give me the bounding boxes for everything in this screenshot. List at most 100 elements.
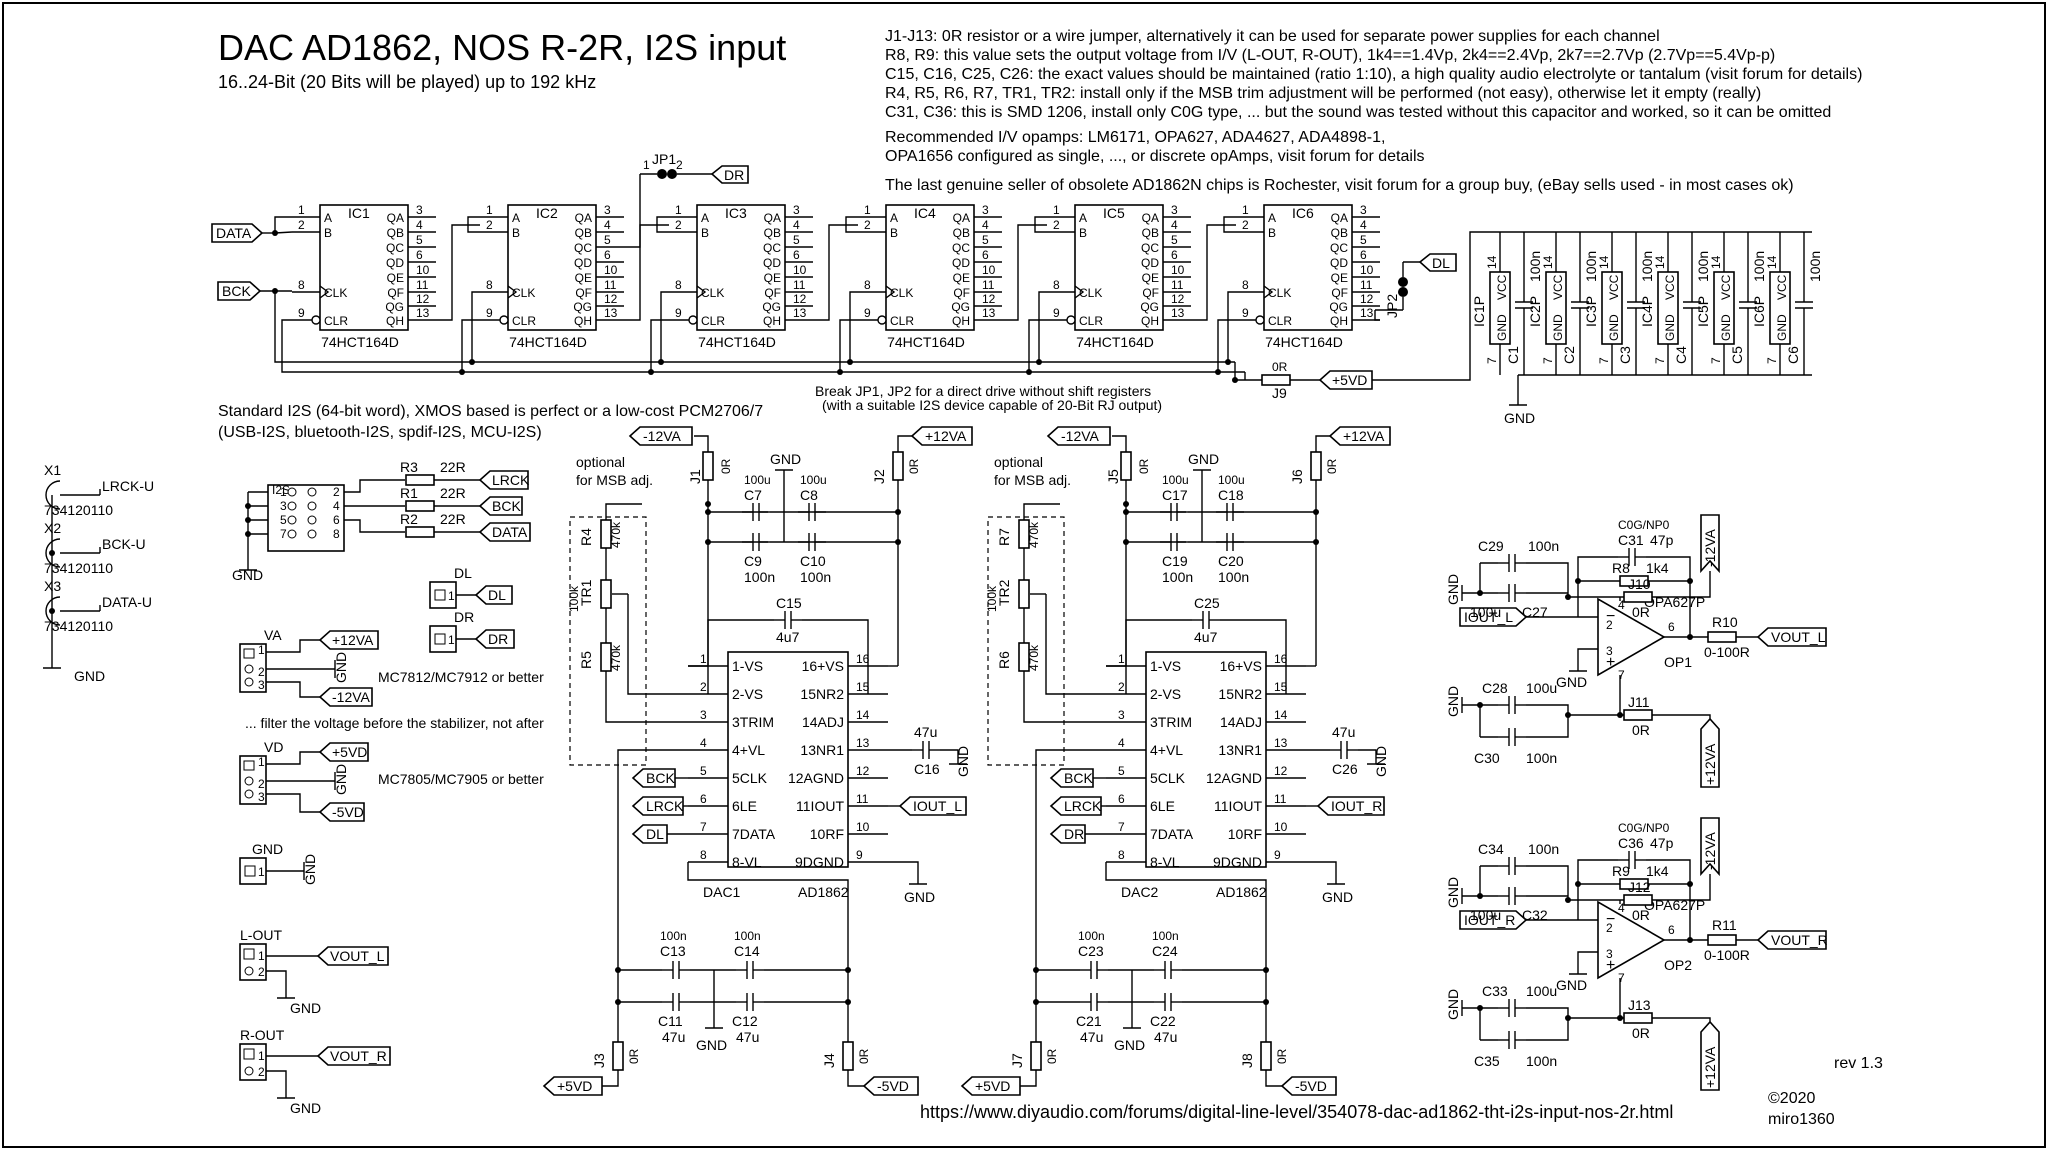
svg-text:GND: GND (232, 567, 263, 583)
port-lrck: LRCK (478, 470, 530, 490)
svg-text:VA: VA (264, 627, 282, 643)
svg-text:100k: 100k (567, 585, 581, 612)
svg-text:5: 5 (1360, 233, 1367, 247)
note-line: Recommended I/V opamps: LM6171, OPA627, … (885, 129, 1385, 146)
connector-dl: DL 1 (429, 565, 476, 609)
svg-text:11IOUT: 11IOUT (1214, 798, 1262, 814)
svg-text:1: 1 (448, 589, 455, 603)
svg-text:J2: J2 (871, 469, 887, 484)
svg-text:22R: 22R (440, 485, 466, 501)
svg-text:-5VD: -5VD (1295, 1078, 1327, 1094)
svg-text:734120110: 734120110 (44, 502, 113, 518)
svg-text:14: 14 (1653, 255, 1667, 269)
svg-text:GND: GND (904, 889, 935, 905)
svg-text:+12VA: +12VA (925, 428, 967, 444)
svg-text:100u: 100u (800, 473, 827, 487)
svg-text:100n: 100n (1528, 841, 1559, 857)
svg-text:1: 1 (1118, 652, 1125, 666)
svg-text:GND: GND (1445, 574, 1461, 605)
svg-text:QE: QE (387, 271, 404, 285)
svg-text:IC4: IC4 (914, 205, 936, 221)
svg-text:3: 3 (982, 203, 989, 217)
svg-text:0R: 0R (1325, 458, 1339, 474)
svg-text:1: 1 (298, 203, 305, 217)
svg-text:C1: C1 (1505, 346, 1521, 364)
svg-text:QD: QD (763, 256, 781, 270)
svg-text:C25: C25 (1194, 595, 1220, 611)
svg-text:QH: QH (1141, 314, 1159, 328)
svg-text:6: 6 (1668, 923, 1675, 937)
svg-text:9: 9 (298, 306, 305, 320)
break-note: Break JP1, JP2 for a direct drive withou… (815, 383, 1151, 399)
svg-text:IOUT_R: IOUT_R (1331, 798, 1382, 814)
svg-text:1-VS: 1-VS (1150, 658, 1181, 674)
svg-text:4u7: 4u7 (776, 629, 800, 645)
svg-text:GND: GND (1445, 686, 1461, 717)
svg-text:J7: J7 (1009, 1053, 1025, 1068)
svg-text:7: 7 (1765, 357, 1779, 364)
svg-text:14: 14 (1709, 255, 1723, 269)
svg-text:74HCT164D: 74HCT164D (509, 334, 587, 350)
svg-text:-12VA: -12VA (1702, 528, 1718, 567)
svg-text:4: 4 (793, 218, 800, 232)
svg-text:CLK: CLK (890, 286, 913, 300)
svg-text:100n: 100n (1526, 1053, 1557, 1069)
svg-text:GND: GND (1607, 314, 1621, 341)
svg-text:C2: C2 (1561, 346, 1577, 364)
svg-text:1: 1 (448, 633, 455, 647)
svg-text:10RF: 10RF (810, 826, 844, 842)
design-notes: J1-J13: 0R resistor or a wire jumper, al… (885, 28, 1862, 194)
svg-text:CLR: CLR (512, 314, 536, 328)
svg-text:GND: GND (1719, 314, 1733, 341)
svg-text:12: 12 (856, 764, 870, 778)
svg-text:100n: 100n (1162, 569, 1193, 585)
svg-text:BCK: BCK (492, 498, 521, 514)
port-m12va-conn: -12VA (318, 687, 373, 707)
svg-text:QB: QB (1331, 226, 1348, 240)
svg-text:R9: R9 (1612, 863, 1630, 879)
svg-text:10RF: 10RF (1228, 826, 1262, 842)
connector-l-out: L-OUT 1 2 GND (239, 927, 321, 1016)
svg-text:11: 11 (1274, 792, 1287, 806)
svg-text:I2S: I2S (272, 483, 290, 497)
svg-text:0R: 0R (1275, 1048, 1289, 1064)
svg-text:11: 11 (793, 278, 806, 292)
svg-text:4: 4 (1618, 901, 1625, 915)
svg-text:IC3P: IC3P (1583, 296, 1599, 327)
port-dr-top: DR (710, 165, 749, 184)
svg-text:100k: 100k (985, 585, 999, 612)
svg-text:3: 3 (416, 203, 423, 217)
svg-text:7: 7 (1618, 668, 1625, 682)
port-12va: +12VA (910, 426, 973, 446)
svg-text:2: 2 (258, 965, 265, 979)
svg-text:3: 3 (1606, 947, 1613, 961)
svg-text:8: 8 (700, 848, 707, 862)
svg-text:8-VL: 8-VL (732, 854, 762, 870)
svg-text:IC2P: IC2P (1527, 296, 1543, 327)
svg-text:JP1: JP1 (652, 151, 676, 167)
svg-text:B: B (512, 226, 520, 240)
svg-text:6: 6 (1118, 792, 1125, 806)
svg-text:TR1: TR1 (578, 579, 594, 606)
svg-text:QF: QF (1331, 286, 1348, 300)
port-lrck: LRCK (631, 796, 684, 816)
svg-text:14: 14 (1485, 255, 1499, 269)
svg-text:10: 10 (1360, 263, 1374, 277)
svg-text:QF: QF (387, 286, 404, 300)
svg-text:IC5: IC5 (1103, 205, 1125, 221)
svg-text:AD1862: AD1862 (1216, 884, 1267, 900)
svg-text:R4: R4 (578, 528, 594, 546)
svg-text:14: 14 (1274, 708, 1288, 722)
svg-text:A: A (701, 211, 709, 225)
svg-text:C24: C24 (1152, 943, 1178, 959)
svg-text:100n: 100n (1807, 251, 1823, 282)
svg-text:0R: 0R (627, 1048, 641, 1064)
svg-text:16: 16 (1274, 652, 1288, 666)
svg-text:GND: GND (1495, 314, 1509, 341)
port-data: DATA (211, 223, 264, 243)
svg-text:GND: GND (1556, 977, 1587, 993)
svg-text:C12: C12 (732, 1013, 758, 1029)
note-line: OPA1656 configured as single, ..., or di… (885, 148, 1425, 165)
svg-text:C0G/NP0: C0G/NP0 (1618, 518, 1670, 532)
